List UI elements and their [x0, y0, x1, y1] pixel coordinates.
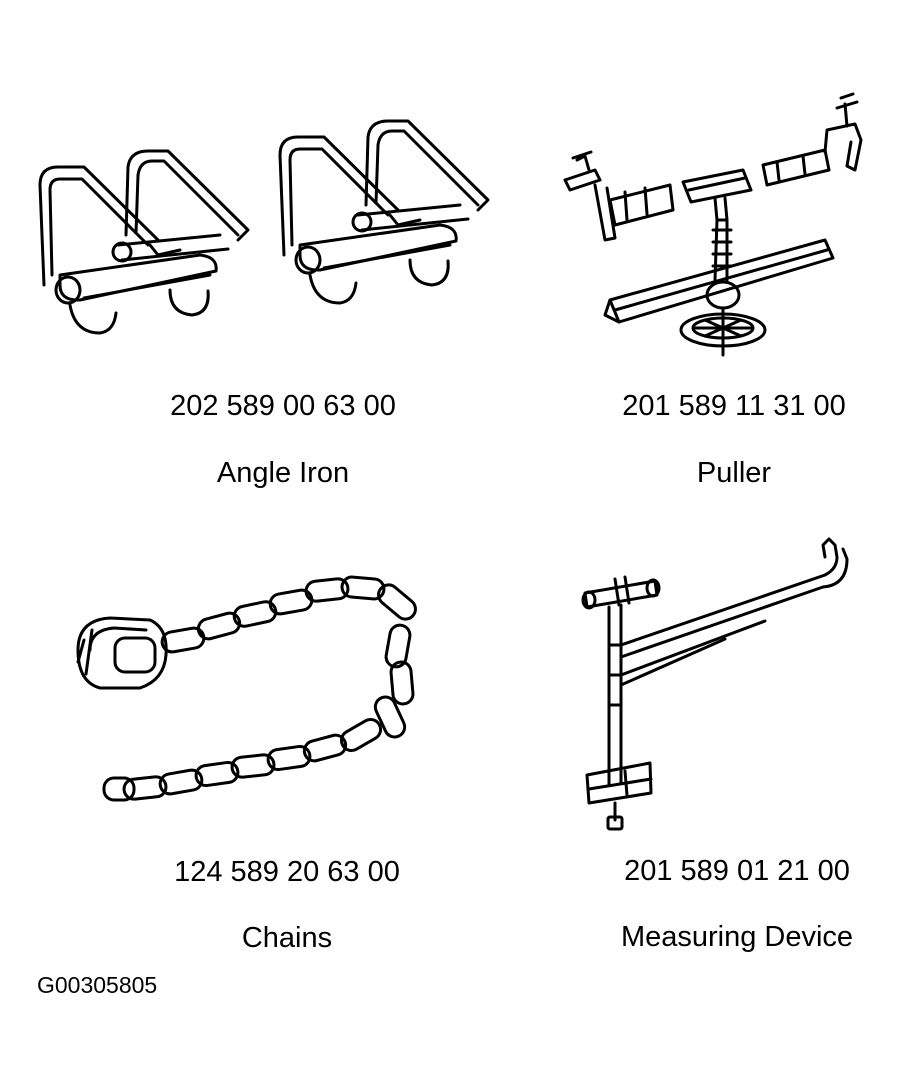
puller-label: Puller	[696, 457, 772, 489]
chains-part-number: 124 589 20 63 00	[174, 856, 400, 888]
puller-illustration	[555, 70, 880, 365]
angle-iron-part-number: 202 589 00 63 00	[170, 390, 396, 422]
figure-id: G00305805	[37, 972, 158, 998]
chains-label: Chains	[241, 922, 333, 954]
chains-illustration	[70, 570, 445, 815]
angle-iron-label: Angle Iron	[216, 457, 350, 489]
puller-part-number: 201 589 11 31 00	[622, 390, 846, 422]
measuring-device-label: Measuring Device	[620, 921, 854, 953]
measuring-device-illustration	[575, 535, 860, 835]
angle-iron-illustration	[30, 95, 500, 345]
measuring-device-part-number: 201 589 01 21 00	[624, 855, 850, 887]
